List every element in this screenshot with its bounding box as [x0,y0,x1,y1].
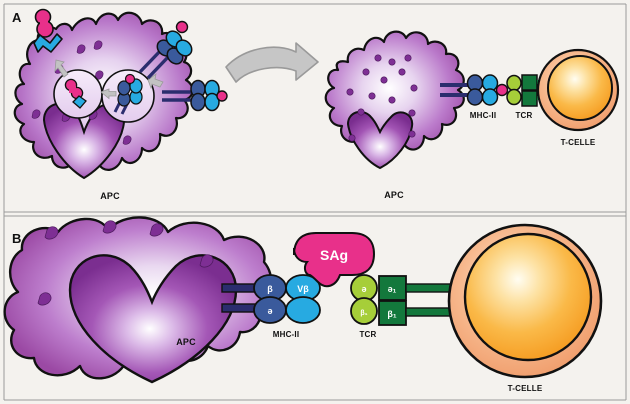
tcr-beta-square-a [521,90,538,107]
mhc-alpha-chain-a [466,88,484,106]
tcr-alpha-square-b [378,275,407,301]
mhc-beta-chain-label: β [267,284,273,294]
inset-circle-antigen-processing [53,69,103,119]
mhc-stalk-upper-b [221,283,259,293]
tcr-stalk-upper-b [405,283,455,293]
tcr-beta-square-b [378,300,407,326]
panel-a-left-apc-cell: APC [13,8,228,201]
panel-a-left-apc-label: APC [100,191,120,201]
apc-granules-b [37,220,214,306]
inset-circle-mhc-loading [101,69,155,123]
panel-b: B APC β ə Vβ MHC-II [3,216,603,393]
mhc-alpha-chain-label: ə [267,306,272,316]
tcell-cytoplasm-a [547,55,613,121]
panel-b-letter: B [12,231,21,246]
panel-b-superantigen: SAg [293,232,376,288]
inset-mhc-complex [113,73,143,115]
tcell-cytoplasm-b [463,232,593,362]
mhc-complex-upper-left-cell [138,20,193,80]
tcr-alpha-oval-label: ə [361,284,366,294]
sag-body [293,232,376,288]
apc-nucleus-b [68,254,238,384]
panel-a: A [12,8,620,201]
panel-b-tcr-complex: ə β₁ ə₁ β₁ TCR [350,274,455,339]
panel-b-tcr-label: TCR [359,330,376,339]
tcr-beta-oval-a [506,88,522,106]
panel-a-tcell: T-CELLE [536,48,620,147]
panel-b-mhc-complex: β ə Vβ MHC-II [221,274,321,339]
panel-a-mhc-label: MHC-II [470,111,497,120]
panel-a-tcell-label: T-CELLE [561,138,596,147]
tcr-beta-oval-label: β₁ [360,310,367,317]
free-antigen-left [34,8,54,38]
panel-b-apc-label: APC [176,337,196,347]
mhc-lower-domain-a [481,88,499,106]
mhc-stalk-lower-b [221,303,259,313]
apc-nucleus-right [346,110,414,170]
mhc-vbeta-label: Vβ [297,284,309,294]
panel-a-tcr-label: TCR [515,111,532,120]
tcr-beta-oval-b [350,297,378,325]
panel-a-right-apc-cell: APC [324,30,465,200]
tcr-alpha-oval-a [506,74,522,92]
tcr-stalk-lower-b [405,307,455,317]
sag-label: SAg [320,247,348,263]
panel-a-letter: A [12,10,22,25]
mhc-complex-right-left-cell [162,79,228,112]
panel-b-tcell: T-CELLE [447,223,603,393]
apc-granules-right [346,54,418,142]
tcr-beta-square-label: β₁ [387,309,396,319]
panel-a-right-apc-label: APC [384,190,404,200]
inset-antigen [64,78,87,109]
panel-a-synapse: MHC-II TCR [440,74,565,120]
transition-arrow-icon [225,42,319,83]
panel-b-apc-cell: APC [3,216,273,384]
panel-b-mhc-label: MHC-II [273,330,300,339]
peptide-antigen-a [495,83,509,97]
processing-arrow-icon [54,59,164,100]
tcr-alpha-square-a [521,74,538,91]
surface-receptor-cyan [33,33,63,53]
mhc-lower-domain-b [285,296,321,324]
panel-b-tcell-label: T-CELLE [508,384,543,393]
tcr-alpha-square-label: ə₁ [388,284,397,294]
